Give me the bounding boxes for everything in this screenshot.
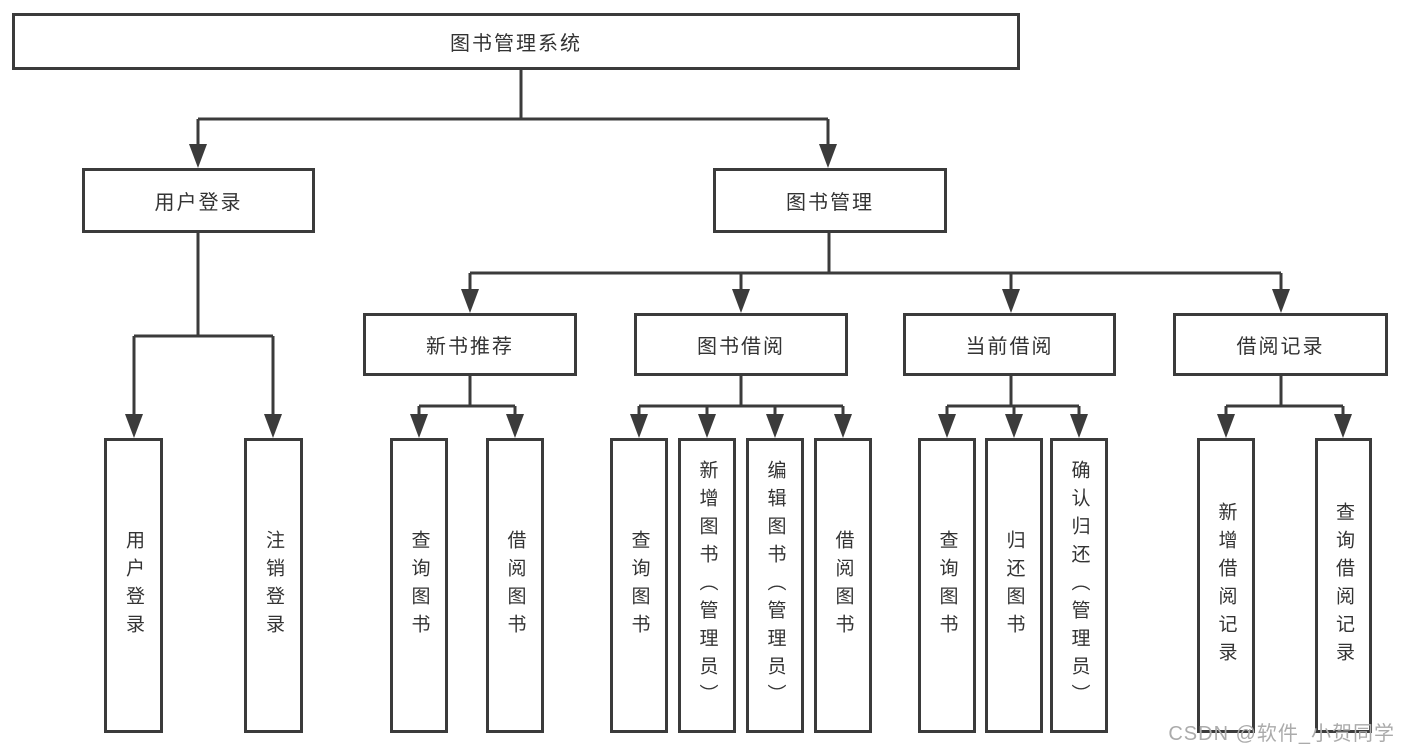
arrowhead bbox=[819, 144, 837, 168]
node-root: 图书管理系统 bbox=[12, 13, 1020, 70]
connector-root bbox=[189, 70, 837, 168]
arrowhead bbox=[125, 414, 143, 438]
node-user-login-label: 用户登录 bbox=[154, 192, 243, 214]
arrowhead bbox=[766, 414, 784, 438]
connector-book-borrow bbox=[630, 376, 852, 438]
leaf-query-books-current-label: 查询图书 bbox=[936, 529, 958, 642]
arrowhead bbox=[1217, 414, 1235, 438]
connector-borrow-records bbox=[1217, 376, 1352, 438]
node-current-borrow-label: 当前借阅 bbox=[965, 336, 1054, 358]
arrowhead bbox=[1002, 289, 1020, 313]
arrowhead bbox=[189, 144, 207, 168]
node-book-management-label: 图书管理 bbox=[786, 192, 874, 214]
leaf-borrow-books-2-label: 借阅图书 bbox=[832, 529, 854, 642]
leaf-add-borrow-record-label: 新增借阅记录 bbox=[1215, 501, 1237, 670]
node-book-management: 图书管理 bbox=[713, 168, 947, 233]
leaf-user-login: 用户登录 bbox=[104, 438, 163, 733]
leaf-query-borrow-record: 查询借阅记录 bbox=[1315, 438, 1372, 733]
node-current-borrow: 当前借阅 bbox=[903, 313, 1116, 376]
leaf-return-book: 归还图书 bbox=[985, 438, 1043, 733]
node-book-borrow: 图书借阅 bbox=[634, 313, 848, 376]
leaf-query-books-current: 查询图书 bbox=[918, 438, 976, 733]
arrowhead bbox=[264, 414, 282, 438]
connector-current-borrow bbox=[938, 376, 1088, 438]
connector-user-login bbox=[125, 233, 282, 438]
leaf-query-books-borrow: 查询图书 bbox=[610, 438, 668, 733]
leaf-borrow-books-recommend-label: 借阅图书 bbox=[504, 529, 526, 642]
node-new-book-recommend: 新书推荐 bbox=[363, 313, 577, 376]
leaf-add-borrow-record: 新增借阅记录 bbox=[1197, 438, 1255, 733]
leaf-add-book-admin-label: 新增图书（管理员） bbox=[696, 459, 718, 712]
arrowhead bbox=[698, 414, 716, 438]
leaf-add-book-admin: 新增图书（管理员） bbox=[678, 438, 736, 733]
arrowhead bbox=[834, 414, 852, 438]
node-root-label: 图书管理系统 bbox=[450, 33, 582, 55]
leaf-confirm-return-admin-label: 确认归还（管理员） bbox=[1068, 459, 1090, 712]
arrowhead bbox=[410, 414, 428, 438]
csdn-watermark: CSDN @软件_小贺同学 bbox=[1168, 723, 1395, 745]
leaf-edit-book-admin: 编辑图书（管理员） bbox=[746, 438, 804, 733]
leaf-query-borrow-record-label: 查询借阅记录 bbox=[1333, 501, 1354, 670]
node-user-login: 用户登录 bbox=[82, 168, 315, 233]
node-borrow-records-label: 借阅记录 bbox=[1236, 336, 1325, 358]
leaf-return-book-label: 归还图书 bbox=[1003, 529, 1025, 642]
arrowhead bbox=[1272, 289, 1290, 313]
leaf-query-books-recommend-label: 查询图书 bbox=[408, 529, 430, 642]
arrowhead bbox=[506, 414, 524, 438]
leaf-logout-label: 注销登录 bbox=[263, 529, 284, 642]
leaf-edit-book-admin-label: 编辑图书（管理员） bbox=[764, 459, 786, 712]
connector-new-book-recommend bbox=[410, 376, 524, 438]
connector-book-management bbox=[461, 233, 1290, 313]
arrowhead bbox=[732, 289, 750, 313]
leaf-query-books-borrow-label: 查询图书 bbox=[628, 529, 650, 642]
arrowhead bbox=[1070, 414, 1088, 438]
arrowhead bbox=[1005, 414, 1023, 438]
node-book-borrow-label: 图书借阅 bbox=[697, 336, 785, 358]
leaf-logout: 注销登录 bbox=[244, 438, 303, 733]
node-borrow-records: 借阅记录 bbox=[1173, 313, 1388, 376]
leaf-query-books-recommend: 查询图书 bbox=[390, 438, 448, 733]
arrowhead bbox=[938, 414, 956, 438]
arrowhead bbox=[1334, 414, 1352, 438]
node-new-book-recommend-label: 新书推荐 bbox=[426, 336, 514, 358]
leaf-confirm-return-admin: 确认归还（管理员） bbox=[1050, 438, 1108, 733]
leaf-borrow-books-recommend: 借阅图书 bbox=[486, 438, 544, 733]
arrowhead bbox=[461, 289, 479, 313]
leaf-user-login-label: 用户登录 bbox=[123, 529, 144, 642]
arrowhead bbox=[630, 414, 648, 438]
leaf-borrow-books-2: 借阅图书 bbox=[814, 438, 872, 733]
